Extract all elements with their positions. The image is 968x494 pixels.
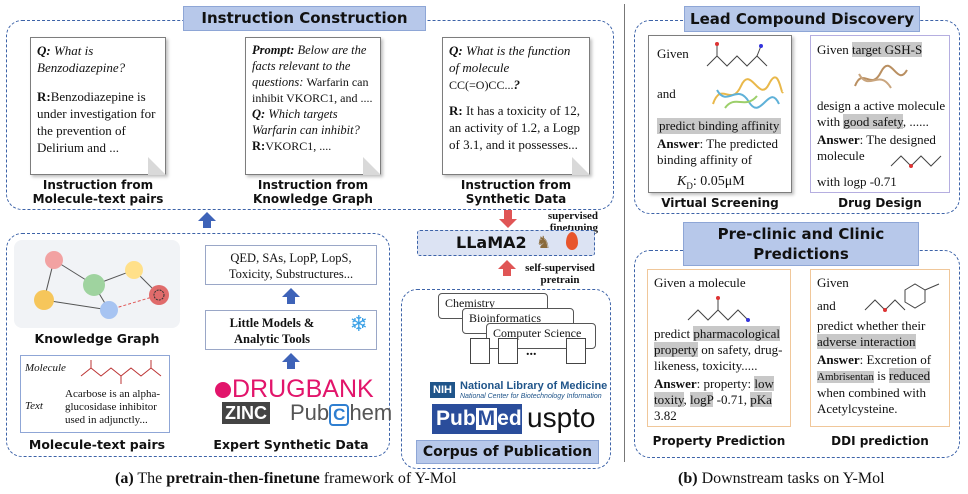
instruction-card-molecule-text: Q: What is Benzodiazepine? R:Benzodiazep… — [30, 37, 166, 175]
caption-a: (a) The pretrain-then-finetune framework… — [115, 470, 457, 487]
llama2-label: LLaMA2 — [456, 233, 527, 252]
instruction-card-molecule-text-caption: Instruction from Molecule-text pairs — [32, 178, 164, 206]
molecule-text-description: Acarbose is an alpha-glucosidase inhibit… — [65, 388, 160, 426]
knowledge-graph-image — [14, 240, 180, 328]
drug-design-card: Given target GSH-S design a active molec… — [810, 35, 950, 193]
instruction-card-knowledge-graph: Prompt: Below are the facts relevant to … — [245, 37, 381, 175]
up-arrow-icon — [198, 212, 216, 228]
pubmed-logo: PubMed — [432, 404, 522, 434]
synthetic-properties-box: QED, SAs, LopP, LopS, Toxicity, Substruc… — [205, 245, 377, 285]
self-supervised-pretrain-label: self-supervised pretrain — [525, 262, 595, 286]
protein-structure-icon — [712, 76, 784, 109]
lead-compound-discovery-title: Lead Compound Discovery — [684, 6, 920, 32]
down-arrow-icon — [499, 210, 517, 228]
instruction-card-knowledge-graph-caption: Instruction from Knowledge Graph — [253, 178, 373, 206]
corpus-of-publication-title: Corpus of Publication — [416, 440, 599, 464]
knowledge-graph-caption: Knowledge Graph — [34, 331, 160, 346]
molecule-label: Molecule — [25, 362, 66, 374]
flame-icon — [566, 232, 578, 250]
document-icon — [470, 338, 490, 364]
instruction-construction-title: Instruction Construction — [183, 6, 426, 31]
expert-synthetic-data-caption: Expert Synthetic Data — [213, 437, 369, 452]
kd-value: KD: 0.05μM — [677, 174, 745, 191]
ellipsis-label: ... — [526, 344, 537, 359]
llama-icon: ♞ — [536, 233, 552, 253]
molecule-text-pairs-caption: Molecule-text pairs — [28, 437, 166, 452]
document-icon — [566, 338, 586, 364]
virtual-screening-caption: Virtual Screening — [661, 196, 779, 210]
molecule-structure-icon — [80, 360, 162, 384]
up-arrow-icon — [282, 288, 300, 304]
llama2-box: LLaMA2 ♞ — [417, 230, 595, 256]
page-fold-icon — [572, 157, 590, 175]
corpus-region — [401, 289, 611, 469]
zinc-logo: ZINC — [222, 402, 270, 424]
page-fold-icon — [363, 157, 381, 175]
molecule-structure-icon — [687, 296, 750, 322]
document-icons-row: ... — [470, 338, 598, 368]
caption-b: (b) Downstream tasks on Y-Mol — [678, 470, 885, 487]
drug-design-caption: Drug Design — [838, 196, 922, 210]
property-prediction-card: Given a molecule predict pharmacological… — [647, 269, 791, 427]
document-icon — [498, 338, 518, 364]
molecule-structure-icon — [864, 283, 940, 312]
protein-structure-icon — [854, 64, 908, 89]
nih-nlm-logo: NIH National Library of Medicine Nationa… — [430, 380, 607, 404]
molecule-text-pair-box: Molecule Text Acarbose is an alpha-gluco… — [20, 355, 170, 433]
molecule-structure-icon — [706, 42, 768, 67]
up-arrow-icon — [282, 353, 300, 369]
uspto-logo: uspto — [527, 402, 596, 433]
ddi-prediction-caption: DDI prediction — [831, 434, 929, 448]
snowflake-icon: ❄ — [349, 312, 368, 337]
analytic-tools-box: Little Models & Analytic Tools ❄ — [205, 310, 377, 350]
page-fold-icon — [148, 157, 166, 175]
property-prediction-caption: Property Prediction — [652, 434, 786, 448]
instruction-card-synthetic-data: Q: What is the function of molecule CC(=… — [442, 37, 590, 175]
virtual-screening-card: Given and predict binding affinity Answe… — [648, 35, 792, 193]
drugbank-logo: DRUGBANK — [215, 375, 374, 404]
preclinic-title: Pre-clinic and Clinic Predictions — [683, 222, 919, 266]
data-sources-region — [6, 233, 390, 457]
instruction-card-synthetic-data-caption: Instruction from Synthetic Data — [460, 178, 572, 206]
text-label: Text — [25, 400, 43, 412]
ddi-prediction-card: Given and predict whether their adverse … — [810, 269, 950, 427]
up-arrow-icon — [498, 260, 516, 276]
panel-divider — [624, 4, 625, 462]
molecule-structure-icon — [890, 155, 942, 168]
